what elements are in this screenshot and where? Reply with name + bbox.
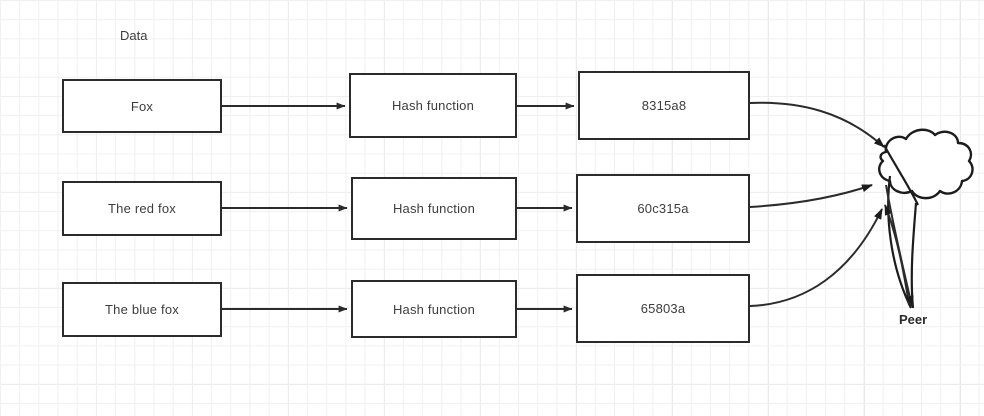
arrow-digest2-to-cloud [749,184,873,208]
hash-function-box-1[interactable]: Hash function [349,73,517,138]
hash-function-box-3[interactable]: Hash function [351,280,517,338]
digest-box-3[interactable]: 65803a [576,274,750,343]
data-box-2[interactable]: The red fox [62,181,222,236]
data-box-1[interactable]: Fox [62,79,222,133]
digest-box-1[interactable]: 8315a8 [578,71,750,140]
cloud-divider-line [883,144,919,206]
peer-label: Peer [899,312,928,327]
cloud-to-peer-line-1 [887,175,912,309]
arrow-digest3-to-cloud [749,208,883,307]
arrow-digest1-to-cloud [749,101,885,148]
hash-function-box-2[interactable]: Hash function [351,177,517,240]
digest-box-2[interactable]: 60c315a [576,174,750,243]
arrow-peer-to-cloud [884,204,910,306]
data-column-label: Data [120,28,148,43]
cloud-to-peer-line-2 [910,202,918,309]
data-box-3[interactable]: The blue fox [62,282,222,337]
arrow-cloud-to-peer [885,184,914,307]
cloud-icon [878,128,974,200]
